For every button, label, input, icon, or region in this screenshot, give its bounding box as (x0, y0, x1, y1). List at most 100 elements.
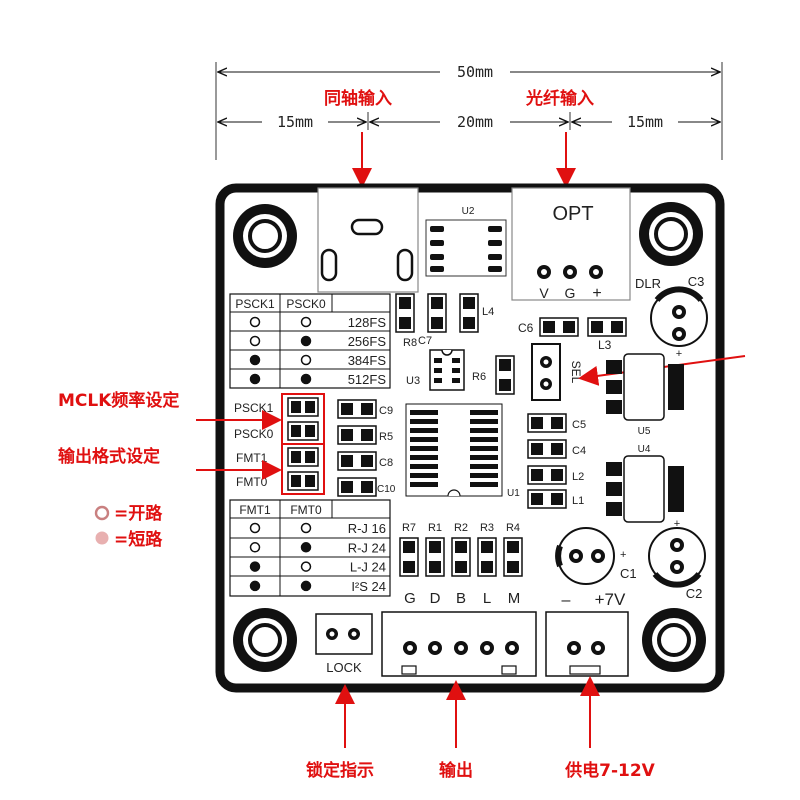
label-c5: C5 (572, 419, 586, 431)
pads-r8-c7-l4: R8 C7 L4 (395, 293, 494, 349)
chip-u1: U1 (405, 403, 520, 499)
callout-power: 供电7-12V (564, 760, 656, 781)
pin-label-b: B (456, 590, 466, 607)
callout-optical-input: 光纤输入 (525, 88, 594, 109)
regulator-u4: U4 (606, 444, 684, 523)
pads-c9-r5-c8-c10: C9 R5 C8 C10 (337, 399, 396, 497)
mount-hole-tl (233, 204, 297, 268)
capacitor-c1: + C1 (555, 527, 637, 585)
psck-row-3-open-dot (300, 354, 312, 366)
psck-row-2-label: 256FS (348, 334, 387, 349)
psck-header-1: PSCK1 (235, 297, 275, 311)
psck-row-1-label: 128FS (348, 315, 387, 330)
legend-open-symbol (94, 505, 110, 521)
fmt-row-1-open-dot (249, 522, 261, 534)
label-u1: U1 (507, 488, 520, 499)
label-c3: C3 (688, 274, 705, 289)
psck-header-2: PSCK0 (286, 297, 326, 311)
svg-text:+: + (676, 348, 682, 360)
chip-u3: U3 (406, 349, 465, 391)
label-u4: U4 (638, 444, 651, 455)
dim-total-label: 50mm (457, 63, 493, 81)
callout-coax-input: 同轴输入 (324, 88, 392, 109)
psck-row-1-open-dot (300, 316, 312, 328)
label-jumper-psck1: PSCK1 (234, 401, 274, 415)
label-r6: R6 (472, 371, 486, 383)
label-jumper-fmt1: FMT1 (236, 451, 268, 465)
label-c9: C9 (379, 405, 393, 417)
fmt-row-4-short-dot (300, 580, 312, 592)
jumper-block-fmt: FMT1 FMT0 (236, 443, 325, 495)
psck-row-2-short-dot (300, 335, 312, 347)
callout-lock-indicator: 锁定指示 (306, 760, 374, 781)
fmt-row-3-open-dot (300, 561, 312, 572)
label-u3: U3 (406, 375, 420, 387)
fmt-row-4-short-dot (249, 580, 261, 592)
fmt-row-3-label: L-J 24 (350, 560, 386, 575)
label-c2: C2 (686, 586, 703, 601)
output-connector (381, 611, 537, 677)
optical-connector: OPT V G + (511, 187, 631, 302)
jumper-block-psck: PSCK1 PSCK0 (234, 393, 325, 445)
svg-text:+: + (620, 549, 626, 561)
capacitor-c3: + (650, 286, 708, 360)
label-resistor-r7: R7 (402, 522, 416, 534)
label-c6: C6 (518, 321, 534, 335)
label-jumper-psck0: PSCK0 (234, 427, 274, 441)
label-c10: C10 (377, 484, 396, 495)
label-u2: U2 (462, 206, 475, 217)
label-jumper-fmt0: FMT0 (236, 475, 268, 489)
label-c7: C7 (418, 335, 432, 347)
pads-c6-l3: C6 L3 (518, 317, 627, 352)
label-l1: L1 (572, 495, 584, 507)
label-l4: L4 (482, 306, 494, 318)
psck-row-1-open-dot (249, 316, 261, 328)
pin-label-l: L (483, 590, 491, 607)
label-c4: C4 (572, 445, 586, 457)
psck-row-3-short-dot (249, 354, 261, 366)
left-callouts: MCLK频率设定 输出格式设定 =开路 =短路 (58, 390, 282, 550)
label-r5: R5 (379, 431, 393, 443)
regulator-u5: U5 (606, 353, 684, 437)
fmt-header-2: FMT0 (290, 503, 322, 517)
label-resistor-r2: R2 (454, 522, 468, 534)
psck-row-3-label: 384FS (348, 353, 387, 368)
label-u5: U5 (638, 426, 651, 437)
label-lock: LOCK (326, 660, 362, 675)
fmt-row-1-label: R-J 16 (348, 521, 386, 536)
label-sel: SEL (569, 361, 583, 384)
label-resistor-r1: R1 (428, 522, 442, 534)
resistor-array: R7 R1 R2 R3 R4 (399, 522, 523, 577)
psck-row-2-open-dot (249, 335, 261, 347)
bottom-callouts: 锁定指示 输出 供电7-12V (306, 676, 656, 781)
capacitor-c2: + C2 (648, 518, 706, 601)
fmt-row-1-open-dot (300, 522, 312, 534)
power-plus-label: +7V (595, 590, 626, 609)
label-resistor-r3: R3 (480, 522, 494, 534)
fmt-row-2-open-dot (249, 542, 261, 553)
fmt-row-2-label: R-J 24 (348, 540, 386, 555)
label-opt-v: V (539, 285, 549, 301)
dim-middle-label: 20mm (457, 113, 493, 131)
lock-connector: LOCK (315, 613, 373, 675)
fmt-header-1: FMT1 (239, 503, 271, 517)
psck-row-4-short-dot (249, 373, 261, 385)
callout-mclk: MCLK频率设定 (58, 390, 179, 411)
legend-open-text: =开路 (114, 503, 163, 524)
pads-c5-c4-l2-l1: C5 C4 L2 L1 (527, 413, 586, 509)
fmt-row-2-short-dot (300, 542, 312, 553)
chip-u2: U2 (425, 206, 507, 277)
label-r8: R8 (403, 337, 417, 349)
label-l2: L2 (572, 471, 584, 483)
label-opt-g: G (565, 285, 576, 301)
dimension-annotations: 50mm 15mm 20mm 15mm (215, 62, 723, 160)
svg-text:+: + (674, 518, 680, 530)
label-resistor-r4: R4 (506, 522, 520, 534)
output-pin-labels: G D B L M (404, 590, 520, 607)
coax-connector (317, 187, 419, 293)
mount-hole-br (642, 608, 706, 672)
pads-r6: R6 (472, 355, 515, 395)
